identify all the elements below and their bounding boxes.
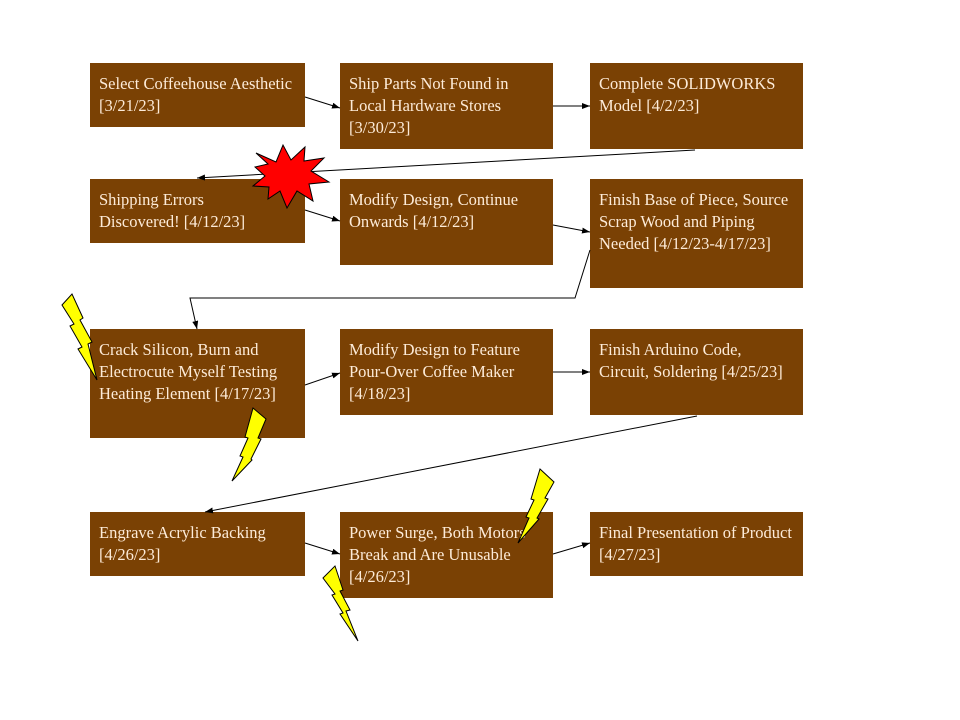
arrow-7-8 (304, 372, 341, 386)
arrow-9-10 (204, 415, 698, 514)
step-box-3: Complete SOLIDWORKS Model [4/2/23] (590, 63, 803, 149)
step-box-8: Modify Design to Feature Pour-Over Coffe… (340, 329, 553, 415)
step-box-12: Final Presentation of Product [4/27/23] (590, 512, 803, 576)
explosion-icon (251, 143, 331, 210)
step-box-10: Engrave Acrylic Backing [4/26/23] (90, 512, 305, 576)
arrow-11-12 (552, 542, 591, 555)
step-box-1: Select Coffeehouse Aesthetic [3/21/23] (90, 63, 305, 127)
lightning-bolt-icon (517, 468, 555, 544)
step-box-4-label: Shipping Errors Discovered! [4/12/23] (99, 190, 246, 231)
step-box-7: Crack Silicon, Burn and Electrocute Myse… (90, 329, 305, 438)
lightning-bolt-icon (322, 565, 359, 642)
arrow-1-2 (304, 96, 341, 109)
lightning-bolt-icon (231, 407, 267, 482)
arrow-6-7 (189, 249, 591, 330)
step-box-5: Modify Design, Continue Onwards [4/12/23… (340, 179, 553, 265)
step-box-11: Power Surge, Both Motors Break and Are U… (340, 512, 553, 598)
step-box-2: Ship Parts Not Found in Local Hardware S… (340, 63, 553, 149)
lightning-bolt-icon (61, 293, 98, 381)
step-box-6: Finish Base of Piece, Source Scrap Wood … (590, 179, 803, 288)
arrow-5-6 (552, 224, 591, 234)
step-box-9: Finish Arduino Code, Circuit, Soldering … (590, 329, 803, 415)
arrow-10-11 (304, 542, 341, 555)
arrow-4-5 (304, 209, 341, 222)
